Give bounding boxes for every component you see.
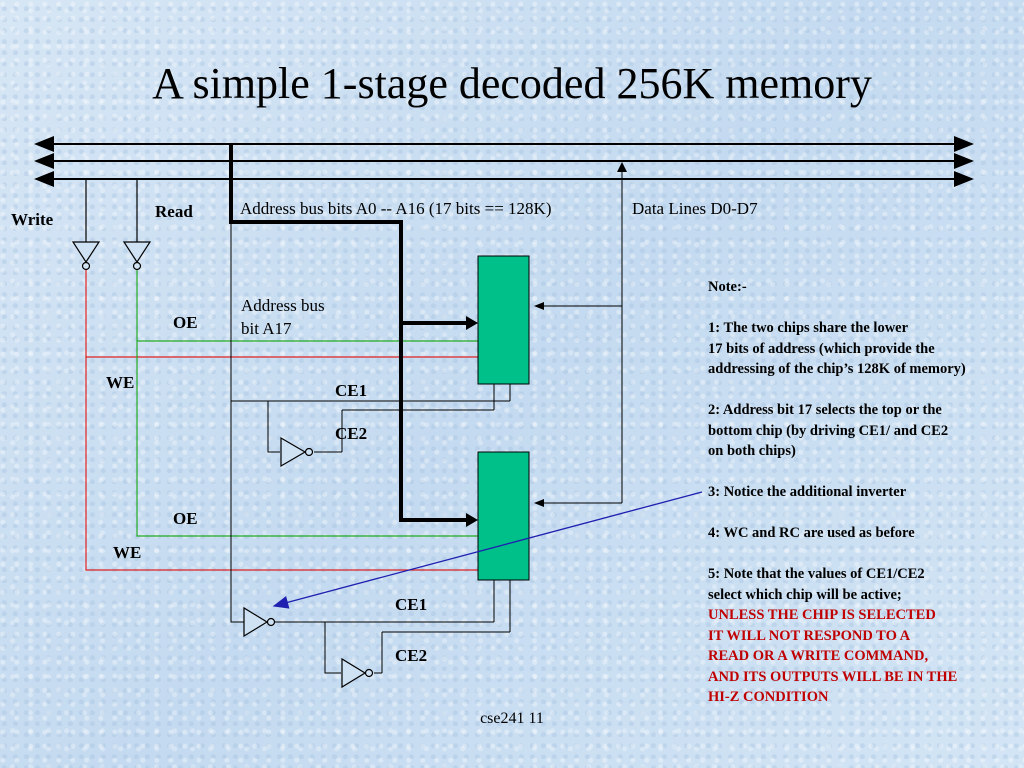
oe-bottom-label: OE: [173, 509, 198, 528]
address-bus-thick: [229, 144, 470, 522]
note-line: 17 bits of address (which provide the: [708, 340, 935, 357]
oe-top-label: OE: [173, 313, 198, 332]
slide-title: A simple 1-stage decoded 256K memory: [152, 59, 872, 108]
address-bit17-label-line2: bit A17: [241, 319, 292, 338]
note-warning-line: IT WILL NOT RESPOND TO A: [708, 627, 911, 644]
ce1-top-label: CE1: [335, 381, 368, 400]
slide-footer: cse241 11: [480, 710, 544, 727]
read-label: Read: [155, 202, 193, 221]
note-line: 3: Notice the additional inverter: [708, 484, 907, 500]
write-read-inverters: [71, 179, 152, 271]
note-warning-line: AND ITS OUTPUTS WILL BE IN THE: [708, 668, 958, 685]
note-line: addressing of the chip’s 128K of memory): [708, 361, 966, 377]
address-a17-line: [230, 222, 511, 674]
note-line: select which chip will be active;: [708, 586, 902, 603]
note-warning-line: HI-Z CONDITION: [708, 689, 829, 705]
we-bottom-label: WE: [113, 543, 142, 562]
address-bit17-label-line1: Address bus: [241, 296, 325, 315]
note-line: on both chips): [708, 443, 796, 459]
memory-chip-top: [477, 255, 530, 385]
note-warning-line: READ OR A WRITE COMMAND,: [708, 648, 929, 664]
note-line: 2: Address bit 17 selects the top or the: [708, 402, 942, 418]
write-label: Write: [11, 210, 54, 229]
we-lines: [85, 270, 478, 571]
oe-lines: [136, 270, 478, 537]
data-lines-label: Data Lines D0-D7: [632, 199, 758, 218]
ce2-top-label: CE2: [335, 424, 368, 443]
address-bus-label: Address bus bits A0 -- A16 (17 bits == 1…: [240, 199, 552, 218]
ce-inverters: [243, 436, 374, 689]
ce2-bottom-label: CE2: [395, 646, 428, 665]
data-lines: [534, 165, 623, 507]
note-line: bottom chip (by driving CE1/ and CE2: [708, 422, 949, 439]
we-top-label: WE: [106, 373, 135, 392]
ce1-bottom-label: CE1: [395, 595, 428, 614]
notes-panel: Note:- 1: The two chips share the lower …: [708, 277, 1020, 708]
note-line: 1: The two chips share the lower: [708, 320, 909, 336]
memory-chip-bottom: [477, 451, 530, 581]
note-pointer-arrow: [272, 491, 703, 609]
bus-lines: [34, 136, 974, 187]
note-warning-line: UNLESS THE CHIP IS SELECTED: [708, 607, 936, 623]
note-heading: Note:-: [708, 279, 747, 295]
note-line: 4: WC and RC are used as before: [708, 525, 915, 541]
note-line: 5: Note that the values of CE1/CE2: [708, 566, 925, 582]
